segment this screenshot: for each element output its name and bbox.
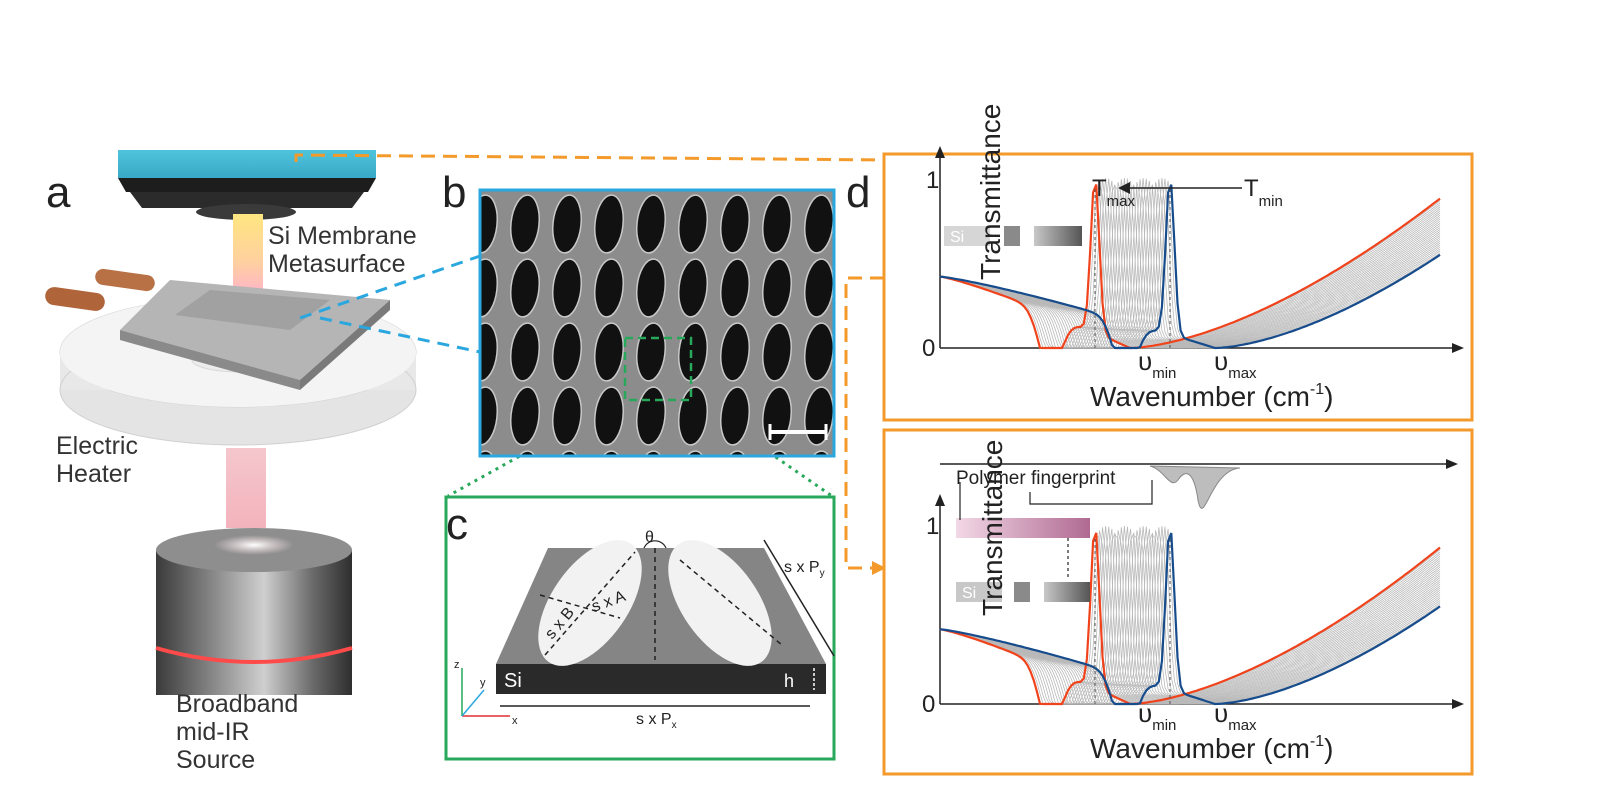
sxpy-label: s x Py bbox=[784, 559, 825, 579]
ir-source bbox=[155, 528, 353, 695]
panel-letter-d: d bbox=[846, 168, 871, 217]
metasurface-chip bbox=[120, 280, 390, 390]
plot-top-red-curve bbox=[939, 184, 1441, 350]
connector-camera-to-d bbox=[294, 153, 885, 162]
theta-label: θ bbox=[645, 529, 654, 546]
plot-bottom-blue-curve bbox=[939, 532, 1441, 706]
axis-y-label: y bbox=[480, 677, 486, 689]
tmax-label: Tmax bbox=[1092, 175, 1136, 210]
si-layer-label: Si bbox=[504, 670, 522, 692]
plot-top-ytick-0: 0 bbox=[922, 335, 935, 362]
axis-x-label: x bbox=[512, 715, 518, 727]
zoom-box bbox=[623, 336, 693, 402]
panel-letter-c: c bbox=[446, 500, 468, 549]
h-label: h bbox=[784, 671, 794, 691]
plot-top-ytick-1: 1 bbox=[926, 167, 939, 194]
plot-top-ylabel: Transmittance bbox=[975, 104, 1006, 280]
plot-bottom-ytick-0: 0 bbox=[922, 691, 935, 718]
axis-z-label: z bbox=[454, 659, 460, 671]
plot-bottom-gray-curve bbox=[939, 530, 1441, 705]
plot-top-legend-si: Si bbox=[950, 229, 964, 246]
legend-si-bar-2 bbox=[1004, 226, 1020, 246]
panel-letter-b: b bbox=[442, 168, 467, 217]
connector-chip-to-b-bottom bbox=[319, 316, 481, 354]
plot-top-blue-curve bbox=[939, 184, 1441, 350]
plot-bottom-red-curve bbox=[939, 532, 1441, 706]
polymer-bar bbox=[956, 518, 1090, 538]
plot-bottom-vmin: υmin bbox=[1138, 698, 1176, 734]
polymer-fingerprint-spectrum bbox=[1149, 465, 1241, 509]
legend-si-bar-1 bbox=[944, 226, 990, 246]
plot-bottom-ytick-1: 1 bbox=[926, 513, 939, 540]
light-beam-lower bbox=[226, 448, 266, 528]
plot-top-vmax: υmax bbox=[1214, 346, 1257, 382]
sem-image bbox=[478, 188, 836, 458]
unit-cell-3d bbox=[496, 539, 835, 707]
plot-top-vmin: υmin bbox=[1138, 346, 1176, 382]
light-beam-upper bbox=[233, 214, 263, 294]
legend-si-bar-3 bbox=[1034, 226, 1082, 246]
plot-top bbox=[935, 146, 1464, 353]
plot-top-gray-curve bbox=[939, 182, 1441, 349]
connector-to-d-bottom bbox=[844, 276, 884, 570]
plot-bottom-legend-si: Si bbox=[962, 585, 976, 602]
camera-detector bbox=[118, 150, 376, 220]
connector-chip-to-b-top bbox=[299, 254, 481, 320]
axis-triad bbox=[461, 668, 510, 717]
fingerprint-link bbox=[1029, 480, 1153, 505]
connector-arrowhead bbox=[872, 561, 886, 575]
legend-si-bar-4 bbox=[956, 582, 1002, 602]
sxpx-label: s x Px bbox=[636, 711, 677, 731]
fingerprint-label: Polymer fingerprint bbox=[956, 468, 1116, 489]
plot-bottom-ylabel: Transmittance bbox=[977, 440, 1008, 616]
plot-bottom-vmax: υmax bbox=[1214, 698, 1257, 734]
tmin-label: Tmin bbox=[1244, 175, 1283, 210]
legend-si-bar-5 bbox=[1014, 582, 1030, 602]
plot-bottom-xlabel: Wavenumber (cm-1) bbox=[1090, 733, 1333, 764]
plot-bottom bbox=[935, 459, 1464, 709]
plot-top-xlabel: Wavenumber (cm-1) bbox=[1090, 381, 1333, 412]
legend-si-bar-6 bbox=[1044, 582, 1090, 602]
panel-letter-a: a bbox=[46, 168, 71, 217]
